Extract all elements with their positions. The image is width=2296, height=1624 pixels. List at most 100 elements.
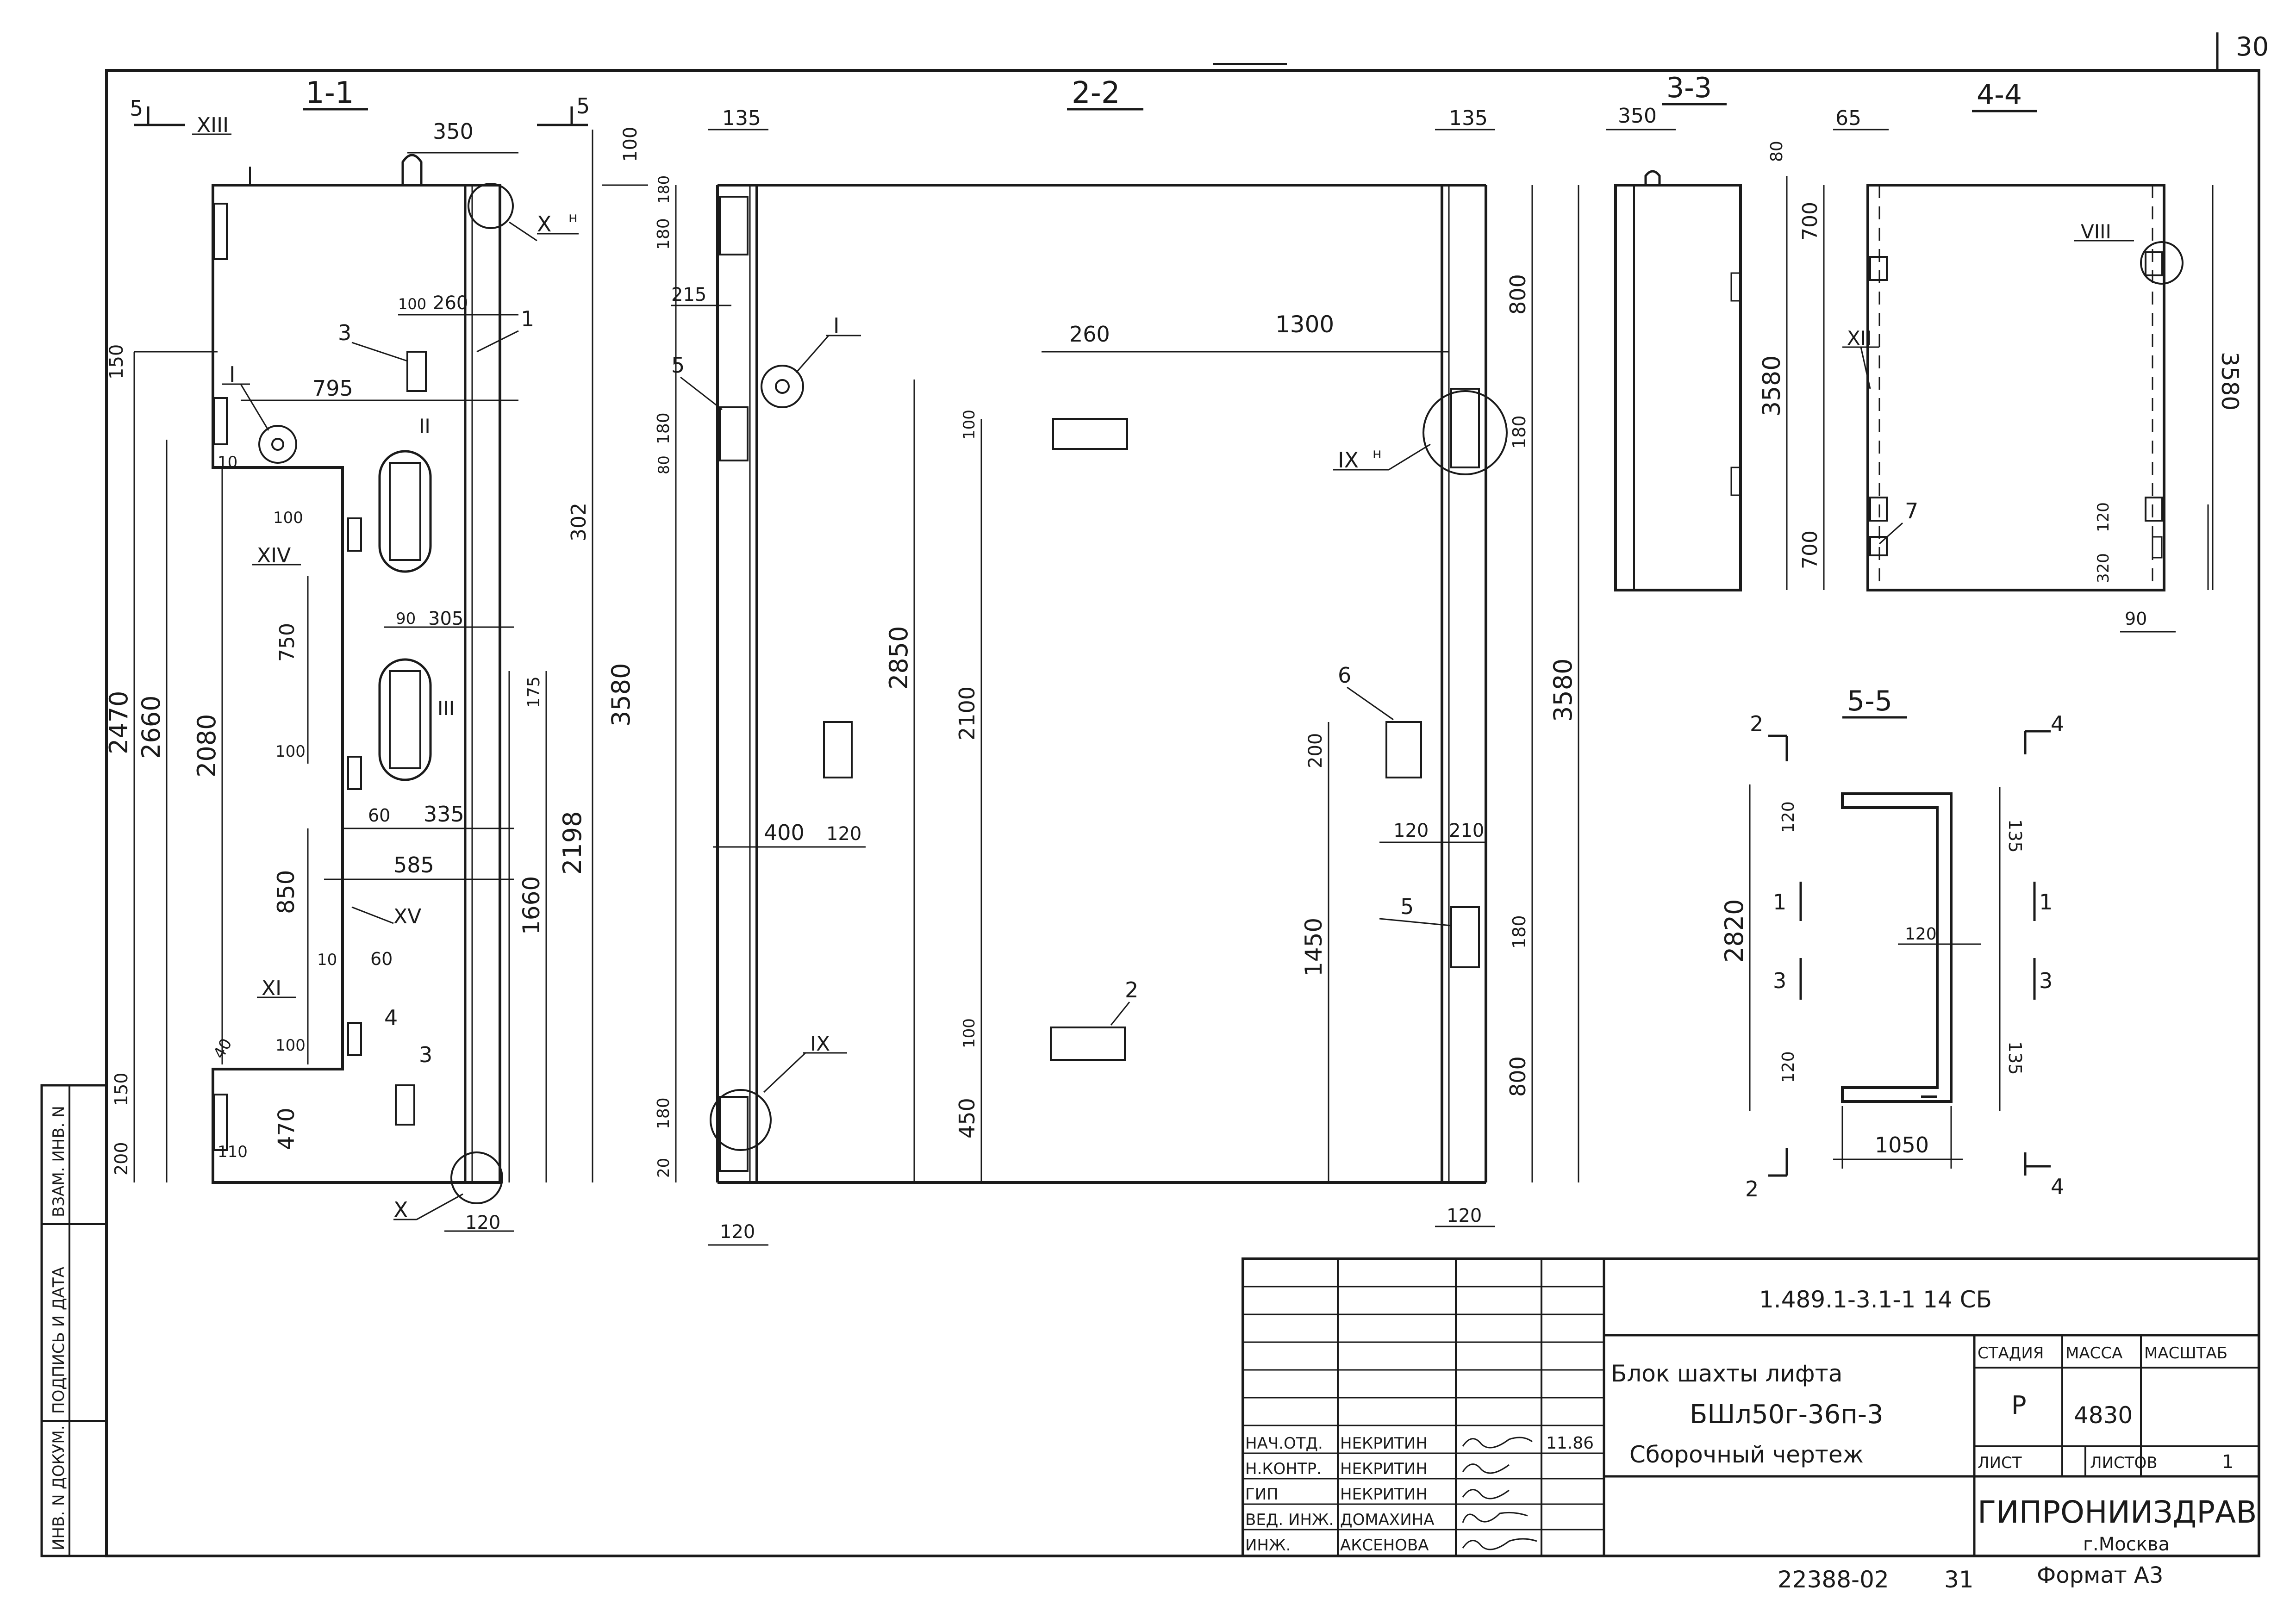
dim-11-850: 850 [273, 870, 299, 914]
mass-header: МАССА [2065, 1344, 2122, 1363]
dim-11-2080: 2080 [192, 714, 221, 778]
signature-2 [1462, 1489, 1510, 1500]
dim-22-3580: 3580 [1548, 659, 1578, 722]
dim-44-320: 320 [2094, 553, 2113, 583]
dim-11-10: 10 [218, 453, 237, 472]
cut-mark-3-left: 3 [1773, 968, 1786, 993]
page-number: 31 [1944, 1566, 1974, 1593]
side-stamp-sign-date: ПОДПИСЬ И ДАТА [50, 1267, 68, 1414]
dim-22-120d: 120 [1447, 1205, 1482, 1226]
cut-mark-3-right: 3 [2039, 968, 2053, 993]
dim-11-60b: 60 [370, 949, 393, 969]
sheet-label: ЛИСТ [1978, 1454, 2022, 1472]
dim-11-750: 750 [275, 623, 299, 662]
dim-55-2820: 2820 [1720, 899, 1749, 963]
dim-11-335: 335 [424, 802, 464, 827]
dim-11-302: 302 [567, 503, 591, 541]
signature-4 [1462, 1538, 1537, 1550]
section-4-4: 4-4 VIII XII 7 65 700 700 3580 120 320 9… [1798, 79, 2243, 633]
callout-xiv: XIV [257, 544, 291, 567]
dim-11-100-top: 100 [620, 127, 641, 162]
scale-header: МАСШТАБ [2144, 1344, 2227, 1363]
dim-44-700b: 700 [1798, 530, 1822, 569]
dim-22-450: 450 [955, 1098, 980, 1139]
doc-name-line1: Блок шахты лифта [1611, 1360, 1842, 1387]
dim-11-100d: 100 [275, 1036, 306, 1055]
callout-ii: II [419, 415, 430, 437]
dim-22-180b: 180 [654, 218, 673, 250]
dim-22-80: 80 [655, 455, 673, 474]
dim-44-120: 120 [2094, 502, 2113, 532]
dim-11-2198: 2198 [558, 811, 587, 875]
stage-header: СТАДИЯ [1978, 1344, 2044, 1363]
dim-11-175: 175 [524, 676, 543, 708]
dim-22-120: 120 [826, 823, 861, 845]
dim-22-210: 210 [1449, 820, 1484, 841]
section-3-3: 3-3 350 80 3580 [1606, 72, 1788, 591]
callout-xii: XII [1847, 327, 1872, 349]
callout-viii: VIII [2081, 220, 2111, 243]
dim-55-1050: 1050 [1875, 1132, 1929, 1157]
role-4: ИНЖ. [1245, 1536, 1291, 1555]
dim-22-20: 20 [655, 1158, 673, 1178]
section-title-1-1: 1-1 [306, 76, 354, 110]
dim-55-135b: 135 [2005, 1041, 2025, 1075]
dim-33-80: 80 [1767, 141, 1786, 162]
dim-22-800b: 800 [1505, 1056, 1530, 1097]
frame: 30 [105, 32, 2269, 1557]
dim-11-470: 470 [274, 1108, 299, 1150]
dim-44-700a: 700 [1798, 202, 1822, 241]
side-stamp-inv-orig: ИНВ. N ДОКУМ. [50, 1425, 68, 1550]
callout-i-a: I [229, 362, 236, 387]
doc-code: 1.489.1-3.1-1 14 СБ [1759, 1286, 1992, 1313]
dim-11-3580: 3580 [606, 663, 636, 727]
dim-11-150b: 150 [111, 1072, 131, 1106]
section-title-5-5: 5-5 [1847, 685, 1892, 717]
mass-value: 4830 [2074, 1402, 2133, 1429]
callout-i-b: I [833, 313, 840, 338]
dim-55-135a: 135 [2005, 819, 2025, 853]
dim-22-2100: 2100 [955, 686, 980, 740]
position-7: 7 [1905, 498, 1918, 523]
dim-11-100b: 100 [273, 509, 303, 527]
cut-mark-5-right: 5 [576, 93, 590, 118]
section-title-4-4: 4-4 [1977, 79, 2022, 111]
callout-ix: IX [810, 1032, 830, 1056]
position-5b: 5 [1400, 894, 1414, 919]
section-2-2: 2-2 I 5 IX IX н [654, 76, 1579, 1246]
cut-mark-1-left: 1 [1773, 890, 1786, 915]
cut-mark-2-bottom: 2 [1745, 1176, 1759, 1201]
dim-55-120a: 120 [1779, 801, 1798, 833]
dim-11-150: 150 [106, 344, 127, 380]
dim-22-135b: 135 [1449, 106, 1488, 130]
cut-mark-4-bottom: 4 [2051, 1174, 2064, 1199]
dim-11-2660: 2660 [137, 696, 166, 759]
dim-22-215: 215 [671, 284, 706, 305]
dim-11-10b: 10 [317, 951, 337, 969]
name-0: НЕКРИТИН [1340, 1434, 1428, 1453]
cut-mark-5-left: 5 [130, 96, 143, 121]
role-2: ГИП [1245, 1485, 1279, 1504]
signature-3 [1462, 1512, 1528, 1523]
callout-ix-n-mark: н [1373, 446, 1382, 462]
format: Формат А3 [2037, 1562, 2163, 1588]
doc-name-line2: БШл50г-36п-3 [1690, 1400, 1884, 1430]
position-2: 2 [1125, 977, 1138, 1002]
dim-11-110: 110 [218, 1143, 248, 1161]
dim-11-350: 350 [433, 119, 474, 144]
dim-11-90: 90 [396, 610, 416, 628]
section-title-3-3: 3-3 [1666, 72, 1712, 104]
dim-22-2850: 2850 [884, 626, 913, 690]
dim-22-180d: 180 [654, 1097, 673, 1129]
position-3a: 3 [338, 320, 351, 345]
position-3b: 3 [419, 1042, 432, 1067]
dim-11-795: 795 [312, 376, 353, 401]
name-2: НЕКРИТИН [1340, 1485, 1428, 1504]
dim-44-3580: 3580 [2216, 352, 2243, 411]
cut-mark-1-right: 1 [2039, 890, 2053, 915]
dim-33-350: 350 [1618, 104, 1657, 128]
callout-xiii: XIII [197, 113, 229, 137]
org-city: г.Москва [2083, 1534, 2170, 1555]
role-1: Н.КОНТР. [1245, 1460, 1322, 1478]
